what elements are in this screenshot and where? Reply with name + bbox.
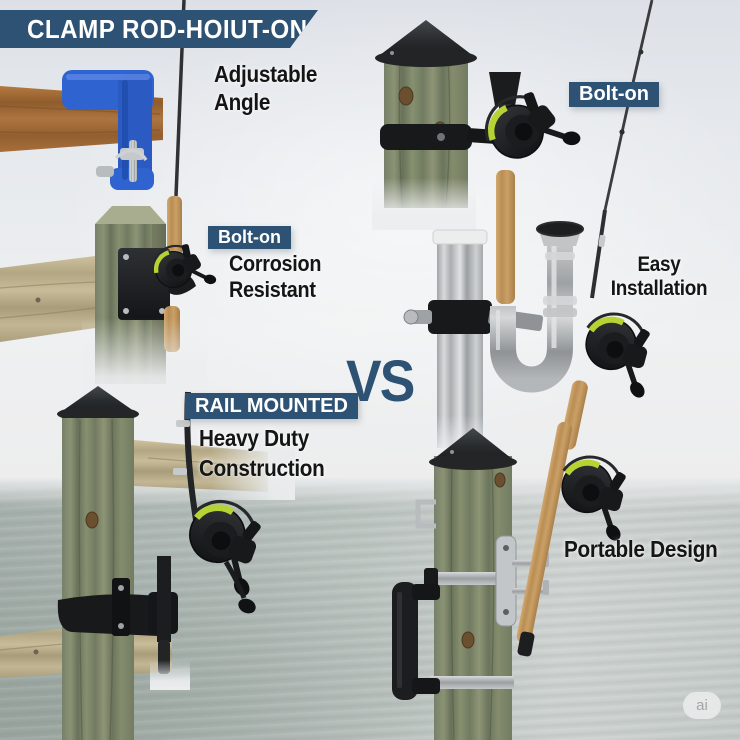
cork-rod <box>516 421 573 644</box>
strap-mounted-holder-photo <box>392 421 641 740</box>
clamp-screw <box>129 140 137 182</box>
tube-ring <box>543 296 577 305</box>
bracket-bolt <box>118 623 124 629</box>
bolt-on-post-holder-photo <box>372 0 654 304</box>
wood-rail <box>0 256 95 342</box>
metal-strap <box>430 572 514 585</box>
leaning-rod-reel-photo <box>560 209 665 450</box>
tube-ring <box>543 308 577 317</box>
bracket-plate <box>495 535 517 627</box>
metal-strap <box>430 676 514 689</box>
adjustable-angle-label: Adjustable Angle <box>214 61 318 115</box>
bracket-bolt <box>503 609 509 615</box>
portable-design-label: Portable Design <box>564 536 718 562</box>
fog-fade <box>210 432 295 500</box>
aluminum-pole <box>437 238 483 448</box>
title-banner-text: CLAMP ROD-HOIUT-ON <box>27 14 308 44</box>
post-cap <box>58 386 138 414</box>
rod-butt-section <box>157 556 171 642</box>
u-tube <box>490 242 573 393</box>
rail-mounted-holder-photo <box>0 386 295 740</box>
rod-guide <box>638 49 644 55</box>
clamp-band <box>428 300 492 334</box>
heavy-duty-label: Heavy Duty Construction <box>199 425 325 481</box>
vs-text: VS <box>346 349 415 414</box>
tube-ring <box>545 252 575 260</box>
clamp-spring <box>114 148 148 162</box>
easy-installation-label: Easy Installation <box>610 253 708 300</box>
screw-head <box>33 649 39 655</box>
wood-knot <box>398 86 414 106</box>
rod-wrap <box>176 420 190 427</box>
rod-butt-cap <box>517 631 535 657</box>
wood-grain <box>450 457 495 740</box>
wood-knot <box>494 472 506 488</box>
fishing-rod <box>590 209 607 299</box>
fog-fade <box>372 178 476 230</box>
pole-cap <box>432 229 488 245</box>
fishing-reel <box>172 492 279 601</box>
rail-mounted-badge: RAIL MOUNTED <box>185 393 358 419</box>
bolt-on-side-mount-photo <box>0 206 221 403</box>
c-bracket <box>415 499 436 529</box>
wood-knot <box>461 631 475 649</box>
cork-grip <box>167 196 182 258</box>
thumb-screw <box>96 166 114 177</box>
fog-fade <box>82 318 207 403</box>
title-banner: CLAMP ROD-HOIUT-ON <box>0 10 318 48</box>
bracket-bolt <box>118 585 124 591</box>
ai-watermark-badge: ai <box>683 692 721 719</box>
portable-clamp-handle <box>392 568 440 700</box>
fog-fade <box>150 660 190 690</box>
corrosion-resistant-label: Corrosion Resistant <box>229 251 322 302</box>
rod-guide <box>619 129 625 135</box>
rod-wrap <box>173 468 187 475</box>
stainless-tube-holder-photo <box>403 221 584 470</box>
wood-grain <box>0 281 96 319</box>
wood-knot <box>85 511 99 529</box>
bolt-on-badge-left: Bolt-on <box>208 226 291 249</box>
band-bolt <box>437 133 445 141</box>
rod-wrap <box>598 234 606 248</box>
bolt-on-badge-right: Bolt-on <box>569 82 659 107</box>
post-top-face <box>95 206 166 224</box>
blue-clamp <box>62 70 154 190</box>
post-cap <box>376 20 476 58</box>
reel-handle <box>223 560 247 599</box>
bracket-bolt <box>503 545 509 551</box>
clamp-band <box>380 124 472 150</box>
cork-grip <box>496 170 515 304</box>
screw-head <box>35 297 41 303</box>
